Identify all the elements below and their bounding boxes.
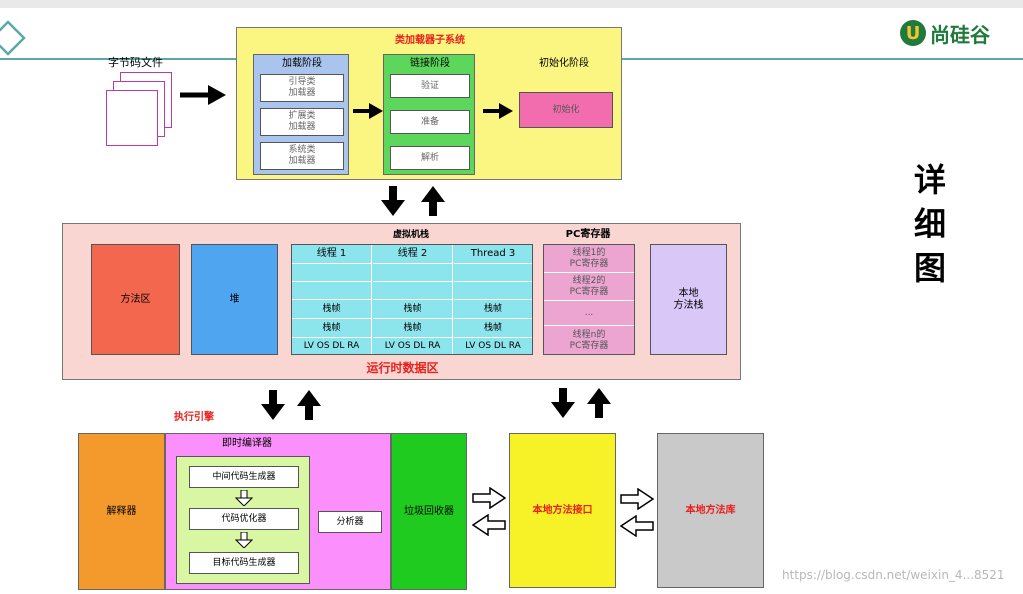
thread-empty-cell bbox=[454, 282, 532, 300]
frame-detail: LV OS DL RA bbox=[384, 341, 441, 351]
thread-header: 线程 1 bbox=[292, 245, 371, 264]
watermark: https://blog.csdn.net/weixin_4...8521 bbox=[782, 568, 1005, 582]
diamond-logo bbox=[0, 20, 26, 56]
stack-frame: 栈帧 bbox=[454, 300, 532, 319]
up-arrow bbox=[586, 388, 612, 418]
pc-register-cell: 线程2的 PC寄存器 bbox=[544, 273, 634, 301]
thread-column-1: 线程 1 栈帧 栈帧 LV OS DL RA bbox=[292, 245, 372, 354]
runtime-data-area: 方法区 堆 虚拟机栈 线程 1 栈帧 栈帧 LV OS DL RA 线程 2 栈… bbox=[62, 223, 741, 380]
thread-header: Thread 3 bbox=[454, 245, 532, 264]
jit-step-arrow bbox=[234, 489, 254, 507]
brand-name: 尚硅谷 bbox=[930, 22, 990, 47]
pc-register-title: PC寄存器 bbox=[565, 229, 611, 240]
frame-detail: LV OS DL RA bbox=[303, 341, 360, 351]
native-method-stack: 本地 方法栈 bbox=[650, 244, 727, 355]
thread-column-2: 线程 2 栈帧 栈帧 LV OS DL RA bbox=[373, 245, 453, 354]
bootstrap-loader: 引导类 加载器 bbox=[260, 74, 344, 102]
loading-phase-title: 加载阶段 bbox=[282, 58, 322, 69]
up-arrow bbox=[296, 390, 322, 420]
down-arrow bbox=[260, 390, 286, 420]
pc-register-cell: ... bbox=[544, 301, 634, 326]
init-phase-title: 初始化阶段 bbox=[539, 58, 589, 69]
bytecode-label: 字节码文件 bbox=[108, 56, 163, 69]
class-loader-subsystem: 类加载器子系统 加载阶段 引导类 加载器 扩展类 加载器 系统类 加载器 链接阶… bbox=[236, 27, 622, 180]
top-strip bbox=[0, 0, 1023, 8]
jit-compiler: 即时编译器 中间代码生成器 代码优化器 目标代码生成器 分析器 bbox=[165, 433, 391, 590]
ir-generator: 中间代码生成器 bbox=[189, 466, 299, 488]
class-loader-title: 类加载器子系统 bbox=[395, 35, 465, 46]
prepare-step: 准备 bbox=[390, 110, 470, 134]
bytecode-to-loader-arrow bbox=[180, 83, 226, 107]
execution-engine-label: 执行引擎 bbox=[174, 412, 214, 423]
up-arrow bbox=[420, 186, 446, 216]
thread-empty-cell bbox=[292, 264, 371, 282]
interpreter: 解释器 bbox=[78, 433, 165, 590]
linking-phase: 链接阶段 验证 准备 解析 bbox=[383, 54, 475, 175]
right-outline-arrow bbox=[472, 486, 507, 510]
pc-register-cell: 线程1的 PC寄存器 bbox=[544, 245, 634, 273]
brand-u-icon: U bbox=[900, 20, 926, 46]
down-arrow bbox=[550, 388, 576, 418]
jit-compiler-title: 即时编译器 bbox=[222, 438, 272, 449]
down-arrow bbox=[380, 186, 406, 216]
extension-loader: 扩展类 加载器 bbox=[260, 108, 344, 136]
native-method-library: 本地方法库 bbox=[657, 433, 764, 588]
method-area: 方法区 bbox=[91, 244, 180, 355]
stack-frame: 栈帧 bbox=[454, 319, 532, 338]
thread-empty-cell bbox=[292, 282, 371, 300]
target-code-generator: 目标代码生成器 bbox=[189, 552, 299, 574]
frame-detail: LV OS DL RA bbox=[465, 341, 521, 351]
native-method-interface: 本地方法接口 bbox=[509, 433, 616, 588]
linking-phase-title: 链接阶段 bbox=[410, 58, 450, 69]
file-stack-icon bbox=[106, 72, 178, 148]
verify-step: 验证 bbox=[390, 74, 470, 98]
vm-stack-title: 虚拟机栈 bbox=[392, 230, 429, 240]
runtime-data-area-label: 运行时数据区 bbox=[366, 361, 439, 375]
stack-frame: 栈帧 bbox=[373, 319, 452, 338]
pc-register-cell: 线程n的 PC寄存器 bbox=[569, 329, 609, 351]
linking-to-init-arrow bbox=[483, 101, 513, 121]
loading-to-linking-arrow bbox=[353, 101, 383, 121]
stack-frame: 栈帧 bbox=[292, 300, 371, 319]
thread-empty-cell bbox=[454, 264, 532, 282]
system-loader: 系统类 加载器 bbox=[260, 142, 344, 170]
code-optimizer: 代码优化器 bbox=[189, 508, 299, 530]
pc-register: 线程1的 PC寄存器 线程2的 PC寄存器 ... 线程n的 PC寄存器 bbox=[543, 244, 635, 355]
thread-empty-cell bbox=[373, 264, 452, 282]
left-outline-arrow bbox=[619, 514, 654, 538]
analyzer: 分析器 bbox=[318, 511, 382, 533]
thread-column-3: Thread 3 栈帧 栈帧 LV OS DL RA bbox=[454, 245, 532, 354]
heap: 堆 bbox=[191, 244, 278, 355]
side-title-char: 细 bbox=[913, 205, 946, 243]
brand: U 尚硅谷 bbox=[900, 18, 1020, 48]
init-box: 初始化 bbox=[519, 92, 613, 128]
resolve-step: 解析 bbox=[390, 146, 470, 170]
stack-frame: 栈帧 bbox=[292, 319, 371, 338]
vm-stack: 线程 1 栈帧 栈帧 LV OS DL RA 线程 2 栈帧 栈帧 LV OS … bbox=[291, 244, 533, 355]
side-title-char: 图 bbox=[913, 249, 946, 287]
thread-header: 线程 2 bbox=[373, 245, 452, 264]
thread-empty-cell bbox=[373, 282, 452, 300]
side-title-char: 详 bbox=[913, 161, 946, 199]
loading-phase: 加载阶段 引导类 加载器 扩展类 加载器 系统类 加载器 bbox=[253, 54, 349, 175]
right-outline-arrow bbox=[620, 487, 655, 511]
side-title: 详 细 图 bbox=[910, 158, 950, 290]
left-outline-arrow bbox=[471, 513, 506, 537]
garbage-collector: 垃圾回收器 bbox=[391, 433, 467, 590]
jit-step-arrow bbox=[234, 531, 254, 549]
jit-pipeline: 中间代码生成器 代码优化器 目标代码生成器 bbox=[176, 456, 310, 584]
stack-frame: 栈帧 bbox=[373, 300, 452, 319]
